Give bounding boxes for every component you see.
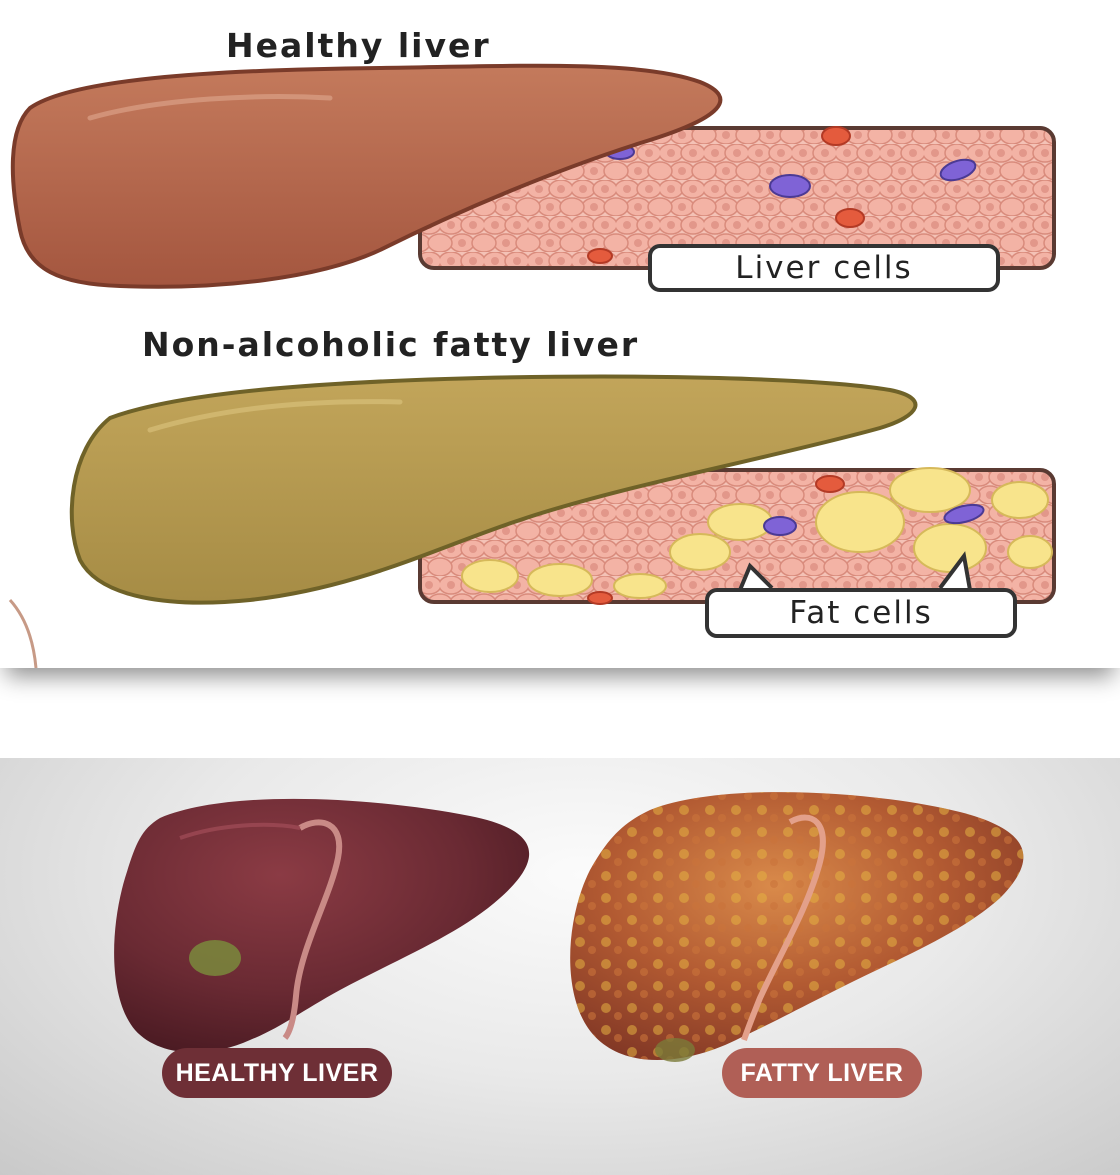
fatty-liver-title: Non-alcoholic fatty liver (142, 325, 639, 364)
liver-cells-callout: Liver cells (648, 244, 1000, 292)
liver-render-comparison (0, 758, 1120, 1175)
fat-cells-callout: Fat cells (705, 588, 1017, 638)
fatty-liver-badge: FATTY LIVER (722, 1048, 922, 1098)
healthy-liver-render (114, 799, 529, 1053)
fatty-liver-render (570, 792, 1023, 1062)
photo-comparison-panel: HEALTHY LIVER FATTY LIVER (0, 758, 1120, 1175)
healthy-liver-badge: HEALTHY LIVER (162, 1048, 392, 1098)
healthy-liver-title: Healthy liver (226, 26, 491, 65)
illustration-panel: Healthy liver Non-alcoholic fatty liver … (0, 0, 1120, 668)
